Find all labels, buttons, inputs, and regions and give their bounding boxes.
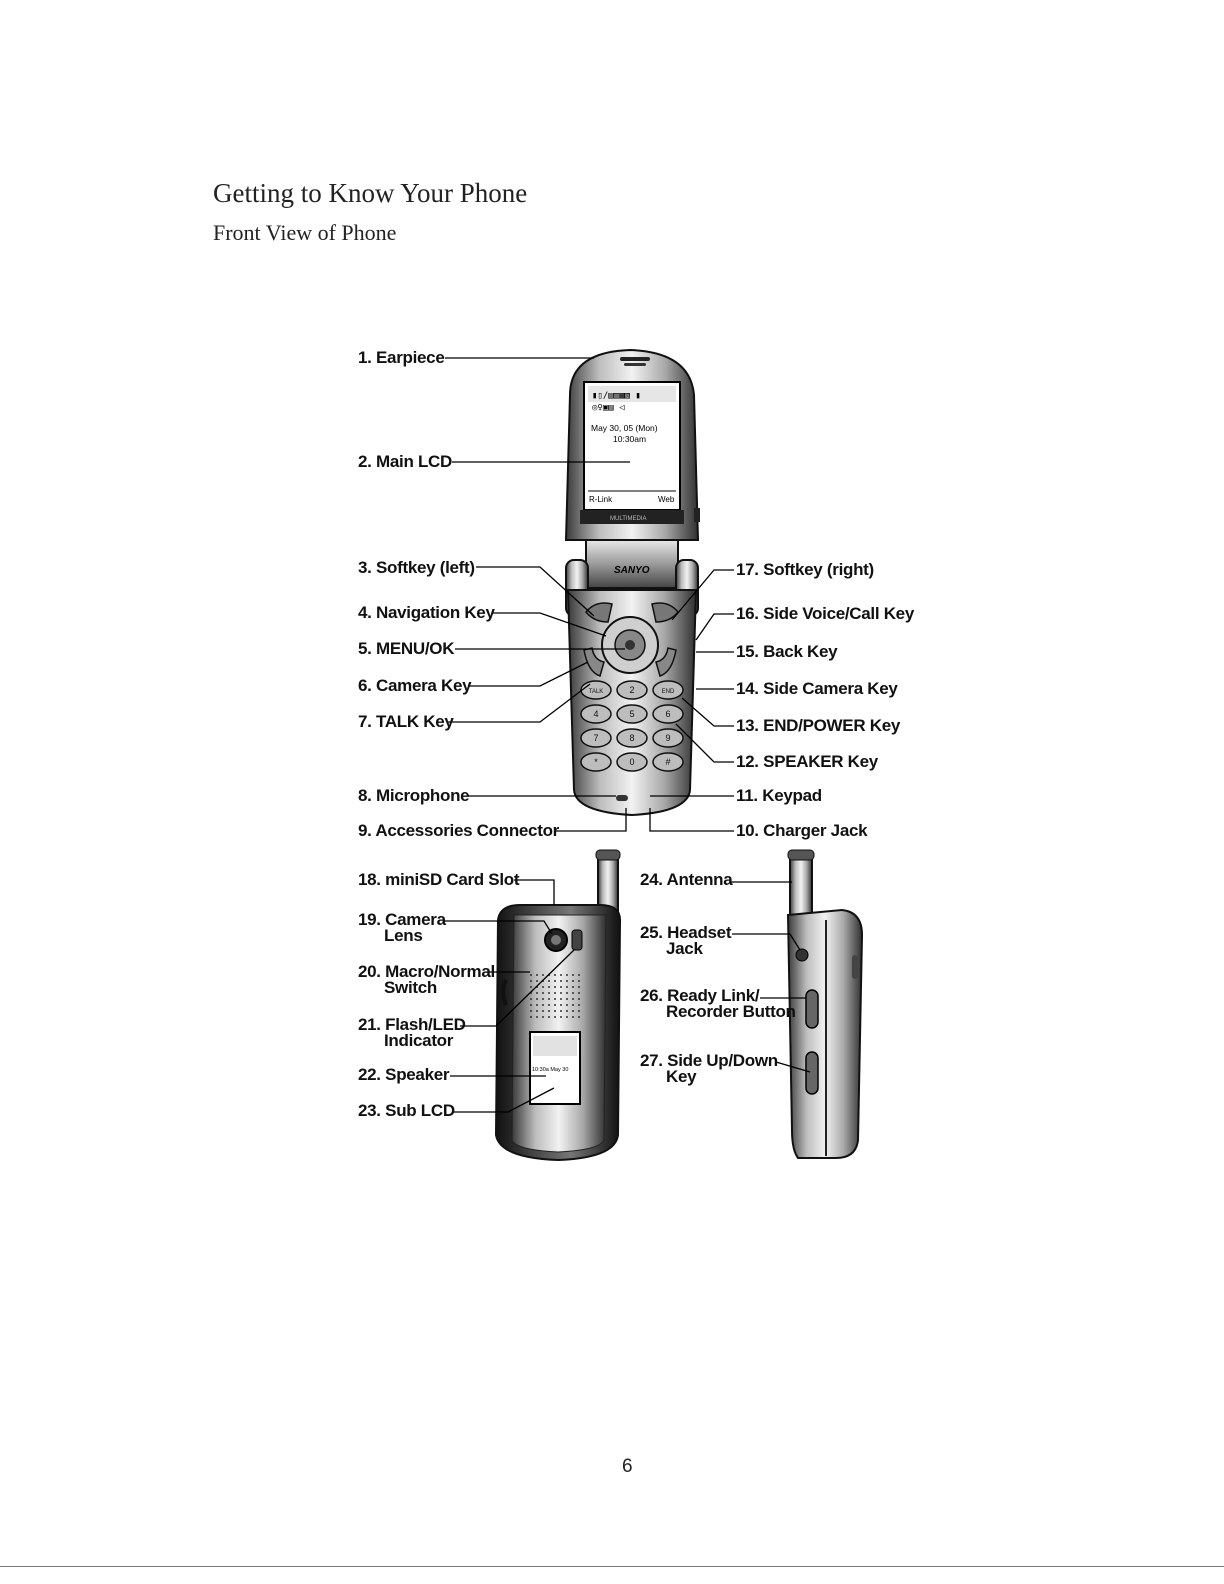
- back-phone: 10:30a May 30: [494, 849, 622, 1162]
- key-label: 6: [665, 709, 670, 719]
- key-9[interactable]: 9: [652, 728, 684, 748]
- callout-side-voice-call-key: 16. Side Voice/Call Key: [736, 604, 914, 623]
- callout-sub-lcd: 23. Sub LCD: [358, 1101, 455, 1120]
- callout-softkey-left: 3. Softkey (left): [358, 558, 475, 577]
- callout-back-key: 15. Back Key: [736, 642, 838, 661]
- key-label: 0: [629, 757, 634, 767]
- callout-speaker: 22. Speaker: [358, 1065, 450, 1084]
- callout-softkey-right: 17. Softkey (right): [736, 560, 874, 579]
- flash-led-icon: [571, 929, 583, 951]
- svg-text:▮▯/▤▥▦▧ ▮: ▮▯/▤▥▦▧ ▮: [592, 391, 641, 401]
- callout-accessories-connector: 9. Accessories Connector: [358, 821, 559, 840]
- key-label: 4: [593, 709, 598, 719]
- callout-end-power-key: 13. END/POWER Key: [736, 716, 901, 735]
- key-7[interactable]: 7: [580, 728, 612, 748]
- callout-main-lcd: 2. Main LCD: [358, 452, 452, 471]
- key-label: TALK: [589, 689, 604, 695]
- key-star[interactable]: *: [580, 752, 612, 772]
- headset-jack-icon: [795, 948, 809, 962]
- macro-normal-switch[interactable]: [501, 978, 508, 1006]
- key-label: #: [665, 757, 670, 767]
- ready-link-button[interactable]: [805, 989, 819, 1029]
- page-subtitle: Front View of Phone: [213, 220, 397, 245]
- callout-leaders: [444, 357, 811, 1113]
- key-label: END: [662, 689, 675, 695]
- callout-navigation-key: 4. Navigation Key: [358, 603, 495, 622]
- key-2[interactable]: 2: [616, 680, 648, 700]
- antenna-side: [789, 851, 813, 923]
- lcd-left-softkey: R-Link: [589, 495, 613, 504]
- key-6[interactable]: 6: [652, 704, 684, 724]
- main-lcd: ▮▯/▤▥▦▧ ▮ ◎♀▣▤ ◁ May 30, 05 (Mon) 10:30a…: [583, 381, 681, 511]
- speaker-grille-icon: [528, 970, 582, 1022]
- side-up-down-key[interactable]: [805, 1051, 819, 1095]
- page-number: 6: [622, 1456, 633, 1477]
- callout-speaker-key: 12. SPEAKER Key: [736, 752, 878, 771]
- page-title: Getting to Know Your Phone: [213, 178, 528, 208]
- key-label: 5: [629, 709, 634, 719]
- callout-antenna: 24. Antenna: [640, 870, 733, 889]
- callout-ready-link: 26. Ready Link/Recorder Button: [640, 986, 796, 1021]
- key-0[interactable]: 0: [616, 752, 648, 772]
- callout-talk-key: 7. TALK Key: [358, 712, 454, 731]
- key-5[interactable]: 5: [616, 704, 648, 724]
- earpiece-icon: [620, 357, 650, 366]
- lcd-date: May 30, 05 (Mon): [591, 423, 658, 433]
- multimedia-band: MULTIMEDIA: [610, 516, 647, 522]
- key-label: 2: [629, 685, 634, 695]
- callout-charger-jack: 10. Charger Jack: [736, 821, 868, 840]
- side-phone: [786, 849, 864, 1159]
- page-bottom-rule: [0, 1566, 1224, 1567]
- brand-logo: SANYO: [614, 565, 650, 576]
- lcd-time: 10:30am: [613, 434, 646, 444]
- lcd-right-softkey: Web: [658, 495, 675, 504]
- callout-keypad: 11. Keypad: [736, 786, 822, 805]
- sub-lcd: 10:30a May 30: [529, 1031, 581, 1105]
- key-pound[interactable]: #: [652, 752, 684, 772]
- key-end[interactable]: END: [652, 680, 684, 700]
- callout-earpiece: 1. Earpiece: [358, 348, 445, 367]
- key-8[interactable]: 8: [616, 728, 648, 748]
- callout-camera-key: 6. Camera Key: [358, 676, 472, 695]
- key-4[interactable]: 4: [580, 704, 612, 724]
- callout-microphone: 8. Microphone: [358, 786, 470, 805]
- callout-menu-ok: 5. MENU/OK: [358, 639, 455, 658]
- right-softkey[interactable]: [651, 602, 679, 623]
- microphone-icon: [616, 795, 628, 801]
- sub-lcd-time: 10:30a May 30: [532, 1067, 568, 1073]
- left-softkey[interactable]: [585, 602, 613, 623]
- back-key[interactable]: [655, 647, 677, 677]
- callout-side-camera-key: 14. Side Camera Key: [736, 679, 898, 698]
- key-talk[interactable]: TALK: [580, 680, 612, 700]
- key-label: 9: [665, 733, 670, 743]
- callout-minisd-slot: 18. miniSD Card Slot: [358, 870, 520, 889]
- key-label: 8: [629, 733, 634, 743]
- keypad: TALK 2 END 4 5 6 7 8 9 * 0 #: [580, 680, 684, 772]
- svg-text:◎♀▣▤ ◁: ◎♀▣▤ ◁: [592, 403, 625, 413]
- key-label: 7: [593, 733, 598, 743]
- front-phone: ▮▯/▤▥▦▧ ▮ ◎♀▣▤ ◁ May 30, 05 (Mon) 10:30a…: [564, 348, 700, 817]
- key-label: *: [594, 757, 598, 767]
